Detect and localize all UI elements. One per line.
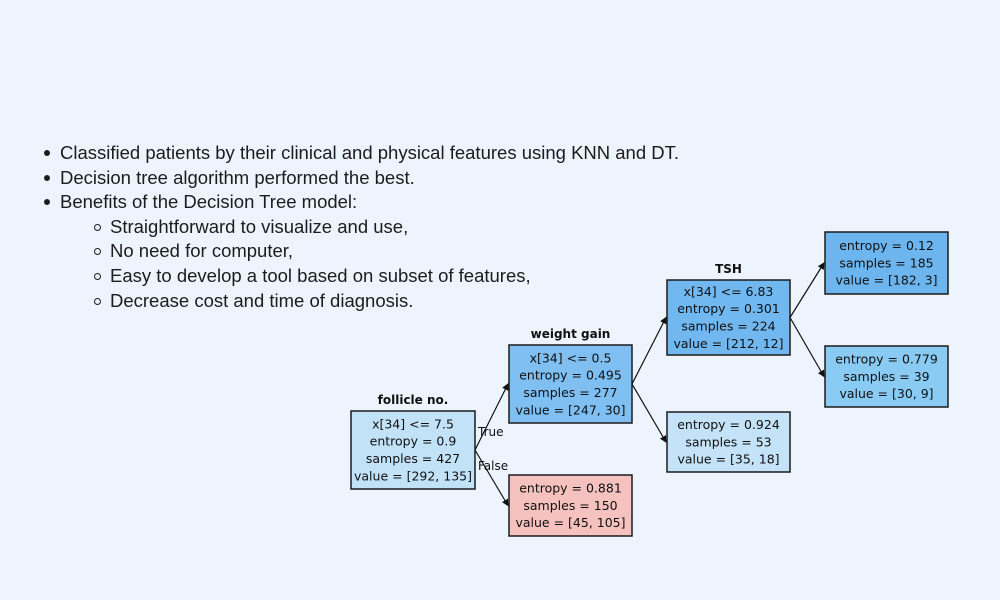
node-line: value = [30, 9] [839, 386, 933, 401]
node-line: entropy = 0.12 [839, 238, 934, 253]
tree-node-leaf_mid: entropy = 0.924 samples = 53 value = [35, … [666, 411, 791, 473]
sub-bullet-text: No need for computer, [110, 240, 294, 262]
node-line: samples = 185 [839, 255, 933, 270]
tree-edge [631, 383, 667, 443]
node-title: weight gain [531, 327, 611, 341]
tree-edge [474, 449, 509, 507]
node-line: entropy = 0.881 [519, 481, 622, 496]
sub-bullet-item: Easy to develop a tool based on subset o… [90, 264, 760, 289]
tree-edge [789, 317, 825, 378]
bullet-item: Decision tree algorithm performed the be… [40, 166, 760, 191]
node-line: entropy = 0.301 [677, 301, 780, 316]
bullet-item: Classified patients by their clinical an… [40, 141, 760, 166]
node-line: x[34] <= 7.5 [372, 416, 454, 431]
sub-bullet-text: Easy to develop a tool based on subset o… [110, 264, 531, 286]
node-line: samples = 53 [685, 434, 771, 449]
node-box [666, 411, 791, 473]
bullet-text: Decision tree algorithm performed the be… [60, 166, 415, 188]
tree-node-root: follicle no. x[34] <= 7.5 entropy = 0.9 sam… [350, 393, 476, 490]
node-line: entropy = 0.924 [677, 417, 780, 432]
node-box [508, 474, 633, 537]
node-line: value = [182, 3] [835, 273, 937, 288]
node-box [350, 410, 476, 490]
tree-node-leaf_top: entropy = 0.12 samples = 185 value = [182,… [824, 231, 949, 295]
node-line: samples = 224 [681, 319, 775, 334]
node-line: x[34] <= 0.5 [530, 350, 612, 365]
node-line: value = [292, 135] [354, 468, 472, 483]
node-line: entropy = 0.9 [370, 434, 457, 449]
tree-nodes: follicle no. x[34] <= 7.5 entropy = 0.9 sam… [350, 231, 949, 537]
node-line: value = [45, 105] [515, 515, 625, 530]
tree-edge [474, 383, 509, 451]
node-line: entropy = 0.779 [835, 352, 938, 367]
sub-bullet-text: Straightforward to visualize and use, [110, 215, 409, 237]
bullet-text: Classified patients by their clinical an… [60, 142, 680, 163]
node-title: follicle no. [378, 393, 449, 407]
node-line: samples = 427 [366, 451, 460, 466]
node-line: value = [247, 30] [515, 402, 625, 417]
tree-edge [789, 262, 825, 318]
node-title: TSH [715, 262, 742, 276]
sub-bullet-list: Straightforward to visualize and use, No… [60, 215, 760, 313]
tree-node-tsh: TSH x[34] <= 6.83 entropy = 0.301 samples =… [666, 262, 791, 356]
tree-edge [631, 316, 667, 385]
node-box [666, 279, 791, 356]
edge-label-false: False [478, 459, 508, 473]
node-line: samples = 39 [843, 369, 929, 384]
node-line: entropy = 0.495 [519, 368, 622, 383]
tree-node-leaf_bot: entropy = 0.779 samples = 39 value = [30, … [824, 345, 949, 408]
node-line: samples = 277 [523, 385, 617, 400]
edge-label-true: True [477, 425, 504, 439]
sub-bullet-item: No need for computer, [90, 239, 760, 264]
node-line: x[34] <= 6.83 [684, 284, 774, 299]
node-line: value = [35, 18] [677, 452, 779, 467]
sub-bullet-item: Decrease cost and time of diagnosis. [90, 289, 760, 314]
bullet-list: Classified patients by their clinical an… [40, 141, 760, 313]
node-line: value = [212, 12] [673, 336, 783, 351]
sub-bullet-item: Straightforward to visualize and use, [90, 215, 760, 240]
bullet-item: Benefits of the Decision Tree model: Str… [40, 190, 760, 313]
sub-bullet-text: Decrease cost and time of diagnosis. [110, 289, 414, 311]
node-box [508, 344, 633, 424]
tree-node-false_leaf: entropy = 0.881 samples = 150 value = [45,… [508, 474, 633, 537]
node-box [824, 231, 949, 295]
node-line: samples = 150 [523, 498, 617, 513]
node-box [824, 345, 949, 408]
tree-node-weight: weight gain x[34] <= 0.5 entropy = 0.495 sa… [508, 327, 633, 424]
bullet-text: Benefits of the Decision Tree model: [60, 191, 358, 213]
